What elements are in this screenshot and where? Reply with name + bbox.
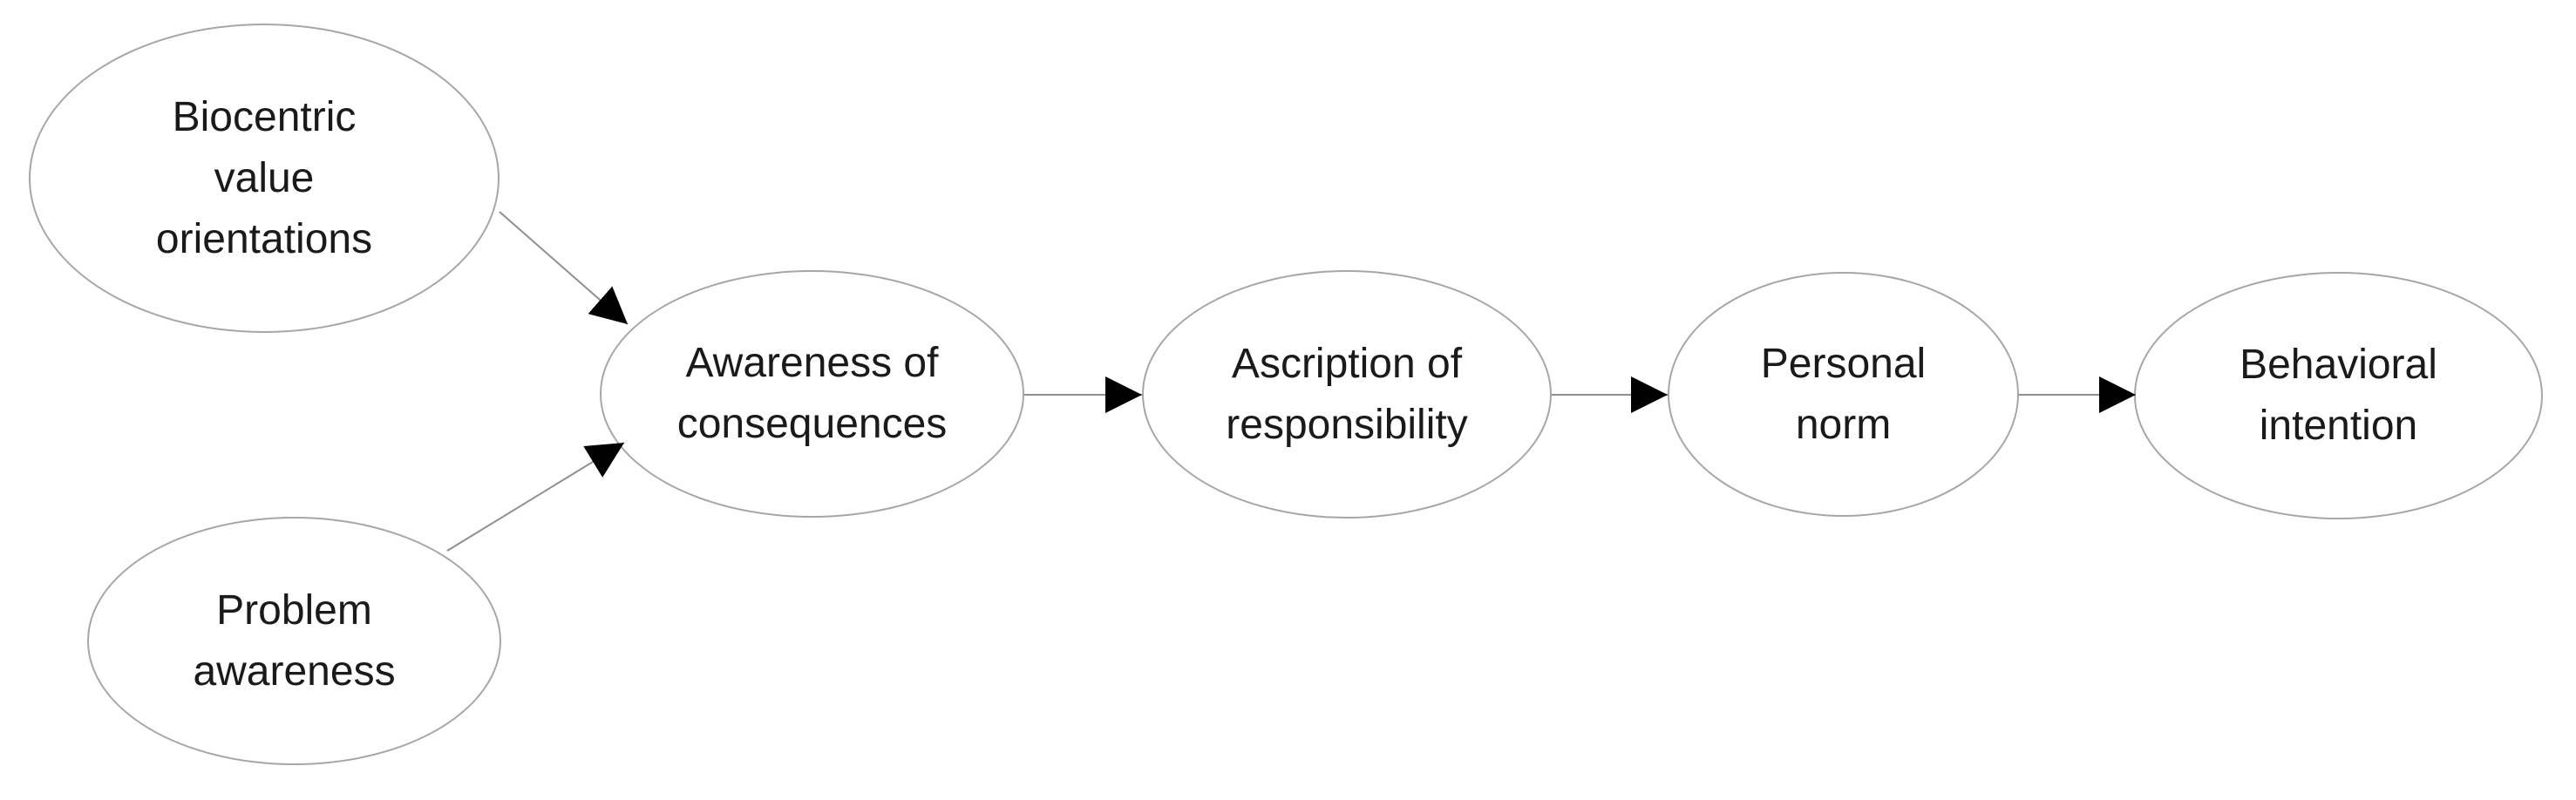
- node-personal-norm: Personal norm: [1668, 272, 2019, 517]
- node-label: Behavioral intention: [2240, 342, 2437, 449]
- node-label: Personal norm: [1760, 340, 1927, 448]
- arrow-biocentric-to-awareness: [499, 211, 629, 325]
- node-ascription-of-responsibility: Ascription of responsibility: [1142, 270, 1552, 519]
- node-problem-awareness: Problem awareness: [87, 517, 501, 765]
- node-label: Awareness of consequences: [676, 340, 948, 447]
- node-behavioral-intention: Behavioral intention: [2134, 272, 2543, 519]
- node-label: Problem awareness: [193, 586, 396, 695]
- arrow-problem-to-awareness: [446, 442, 625, 552]
- node-awareness-of-consequences: Awareness of consequences: [600, 270, 1024, 518]
- node-biocentric-value-orientations: Biocentric value orientations: [29, 24, 500, 333]
- node-label: Biocentric value orientations: [155, 93, 373, 262]
- node-label: Ascription of responsibility: [1226, 340, 1468, 448]
